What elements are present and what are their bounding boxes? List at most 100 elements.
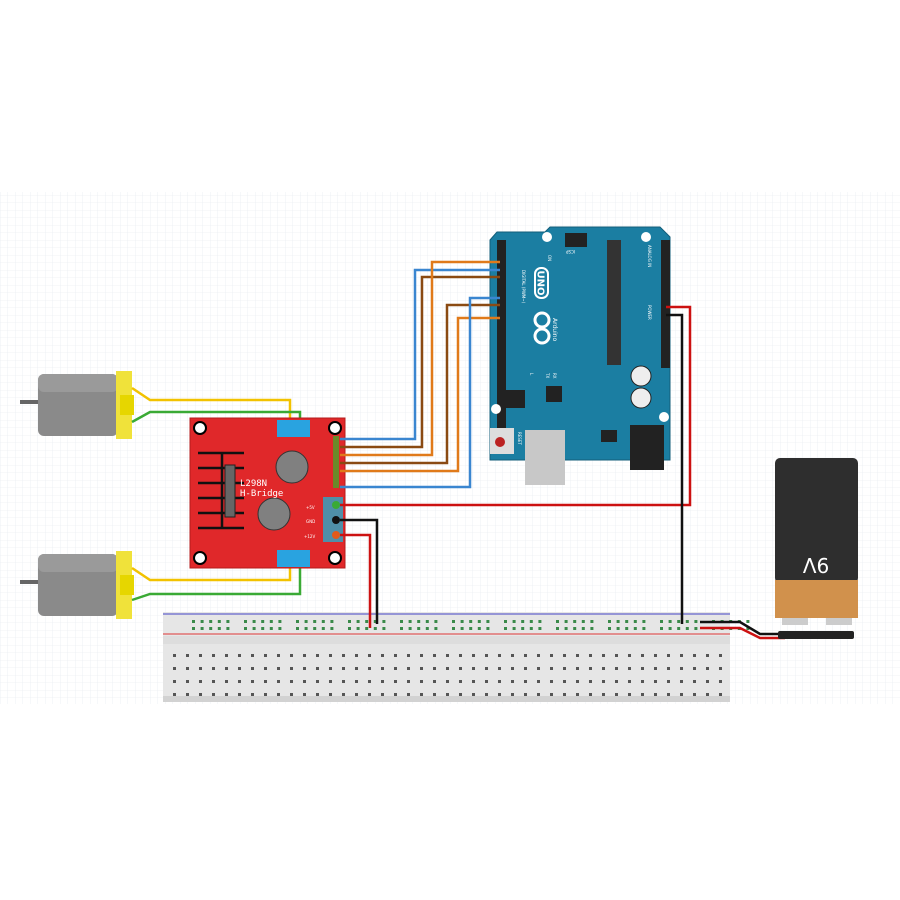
label-analog: ANALOG IN xyxy=(647,245,652,267)
rail-hole xyxy=(348,620,351,623)
rail-hole xyxy=(192,627,195,630)
label-on: ON xyxy=(547,255,552,261)
arduino-uno: UNO Arduino DIGITAL (PWM~) POWER ANALOG … xyxy=(489,226,671,485)
rail-hole xyxy=(425,627,429,630)
rail-hole xyxy=(209,620,213,623)
arduino-brand: Arduino xyxy=(551,318,558,342)
rail-hole xyxy=(590,627,594,630)
l298n-driver: L298N H-Bridge +5V GND +12V xyxy=(189,417,346,569)
rail-hole xyxy=(330,620,334,623)
power-wires xyxy=(340,305,785,640)
rail-hole xyxy=(486,627,490,630)
rail-hole xyxy=(529,620,533,623)
rail-hole xyxy=(581,620,585,623)
rail-hole xyxy=(625,620,629,623)
rail-hole xyxy=(529,627,533,630)
rail-hole xyxy=(616,627,620,630)
rail-hole xyxy=(400,627,403,630)
rail-hole xyxy=(382,620,386,623)
rail-hole xyxy=(512,620,516,623)
rail-hole xyxy=(538,627,542,630)
rail-hole xyxy=(504,627,507,630)
rail-hole xyxy=(200,620,204,623)
driver-subtitle: H-Bridge xyxy=(240,489,283,499)
rail-hole xyxy=(685,627,689,630)
arduino-model: UNO xyxy=(535,271,546,296)
rail-hole xyxy=(200,627,204,630)
rail-hole xyxy=(512,627,516,630)
label-l: L xyxy=(529,373,534,376)
rail-hole xyxy=(252,627,256,630)
rail-hole xyxy=(660,620,663,623)
rail-hole xyxy=(417,620,421,623)
rail-hole xyxy=(504,620,507,623)
label-power: POWER xyxy=(647,305,652,320)
rail-hole xyxy=(252,620,256,623)
rail-hole xyxy=(434,620,438,623)
pin-gnd: GND xyxy=(306,519,315,524)
rail-hole xyxy=(633,627,637,630)
rail-hole xyxy=(348,627,351,630)
rail-hole xyxy=(694,620,698,623)
rail-hole xyxy=(425,620,429,623)
label-tx: TX xyxy=(545,372,550,378)
rail-hole xyxy=(677,627,681,630)
battery-9v: 9V xyxy=(775,458,858,639)
rail-hole xyxy=(321,620,325,623)
rail-hole xyxy=(452,620,455,623)
rail-hole xyxy=(564,627,568,630)
rail-hole xyxy=(746,627,750,630)
rail-hole xyxy=(304,627,308,630)
rail-hole xyxy=(564,620,568,623)
pin-12v: +12V xyxy=(304,534,315,539)
rail-hole xyxy=(477,620,481,623)
rail-hole xyxy=(244,620,247,623)
rail-hole xyxy=(538,620,542,623)
rail-hole xyxy=(365,627,369,630)
rail-hole xyxy=(616,620,620,623)
rail-hole xyxy=(226,620,230,623)
rail-hole xyxy=(408,620,412,623)
battery-label: 9V xyxy=(802,553,829,577)
rail-hole xyxy=(434,627,438,630)
rail-hole xyxy=(373,627,377,630)
rail-hole xyxy=(668,627,672,630)
rail-hole xyxy=(694,627,698,630)
rail-hole xyxy=(382,627,386,630)
rail-hole xyxy=(209,627,213,630)
rail-hole xyxy=(217,620,221,623)
rail-hole xyxy=(269,627,273,630)
rail-hole xyxy=(356,627,360,630)
rail-hole xyxy=(244,627,247,630)
rail-hole xyxy=(660,627,663,630)
rail-hole xyxy=(313,627,317,630)
rail-hole xyxy=(581,627,585,630)
rail-hole xyxy=(460,620,464,623)
rail-hole xyxy=(573,627,577,630)
label-digital: DIGITAL (PWM~) xyxy=(521,270,526,304)
rail-hole xyxy=(642,627,646,630)
signal-wires xyxy=(340,260,500,489)
dc-motor-bottom xyxy=(20,551,134,619)
rail-hole xyxy=(217,627,221,630)
rail-hole xyxy=(521,620,525,623)
label-reset: RESET xyxy=(517,432,522,445)
rail-hole xyxy=(417,627,421,630)
rail-hole xyxy=(556,627,559,630)
rail-hole xyxy=(685,620,689,623)
rail-hole xyxy=(746,620,750,623)
rail-hole xyxy=(296,620,299,623)
rail-hole xyxy=(486,620,490,623)
pin-5v: +5V xyxy=(306,505,315,510)
rail-hole xyxy=(625,627,629,630)
rail-hole xyxy=(452,627,455,630)
rail-hole xyxy=(408,627,412,630)
label-icsp: ICSP xyxy=(565,249,575,254)
rail-hole xyxy=(668,620,672,623)
rail-hole xyxy=(573,620,577,623)
rail-hole xyxy=(321,627,325,630)
rail-hole xyxy=(269,620,273,623)
label-rx: RX xyxy=(552,373,557,379)
rail-hole xyxy=(365,620,369,623)
